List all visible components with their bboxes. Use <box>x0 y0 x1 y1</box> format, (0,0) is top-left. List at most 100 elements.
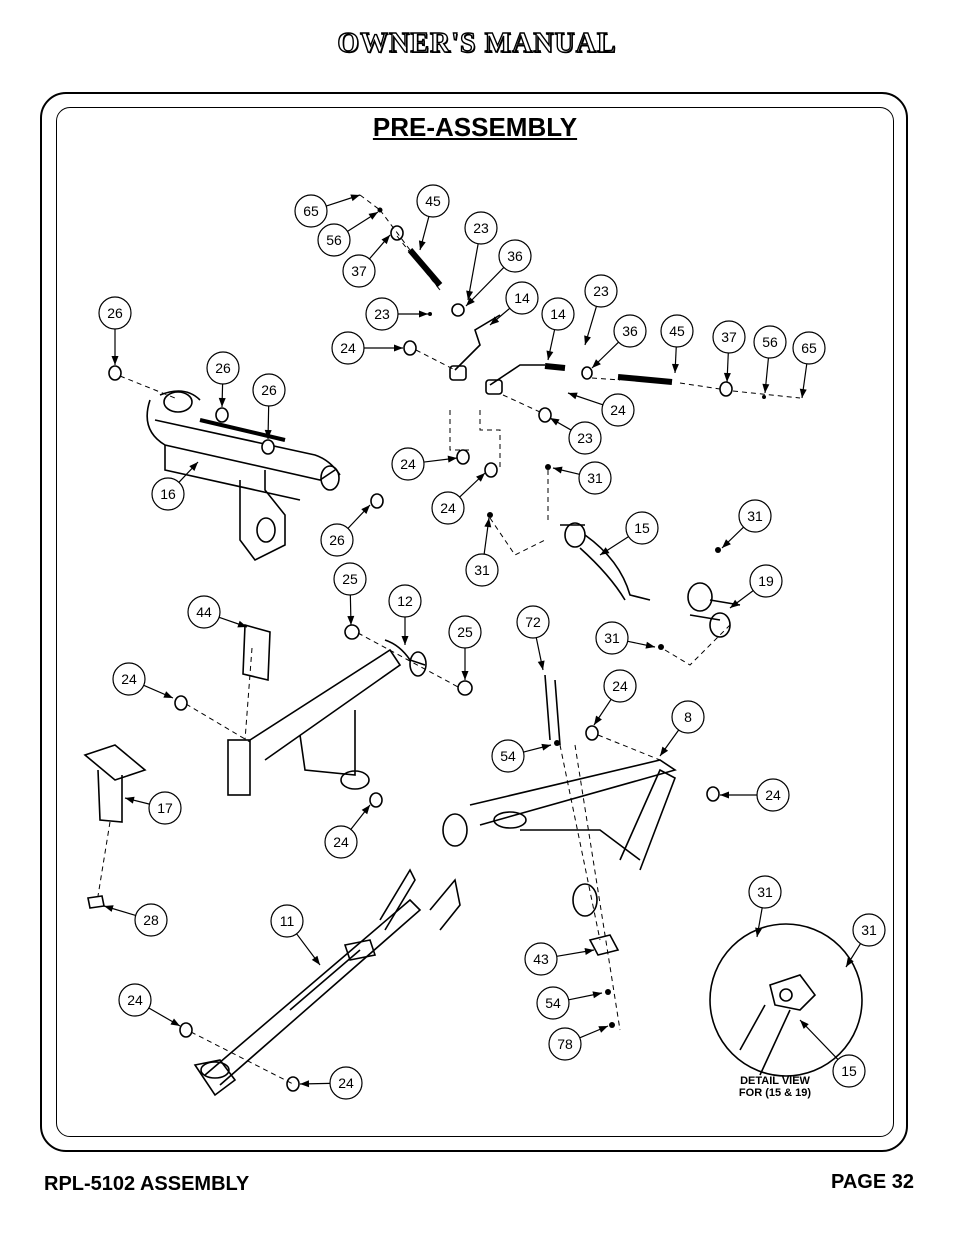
callout-24: 24 <box>118 983 181 1027</box>
callout-arrowhead <box>550 418 560 426</box>
part-14-right-arm <box>489 364 545 386</box>
callout-24: 24 <box>593 669 637 726</box>
callout-balloon <box>749 564 783 598</box>
detail-view-line2: FOR (15 & 19) <box>738 1087 812 1099</box>
callout-36: 36 <box>591 314 647 369</box>
part-45-right-tube <box>617 374 673 385</box>
callout-45: 45 <box>416 184 450 251</box>
callout-number: 56 <box>326 232 342 248</box>
callout-14: 14 <box>489 281 539 326</box>
callout-44: 44 <box>187 595 248 629</box>
part-12-frame <box>227 639 427 796</box>
callout-leader <box>799 1019 839 1060</box>
callout-arrowhead <box>368 212 378 220</box>
callout-arrowhead <box>660 746 669 756</box>
callout-number: 25 <box>342 571 358 587</box>
callout-number: 31 <box>587 470 603 486</box>
part-11-beam <box>193 868 461 1097</box>
callout-65: 65 <box>792 331 826 399</box>
callout-number: 16 <box>160 486 176 502</box>
callout-arrowhead <box>104 905 114 912</box>
callout-43: 43 <box>524 942 595 976</box>
callout-arrowhead <box>401 636 409 645</box>
callout-number: 37 <box>721 329 737 345</box>
callout-balloon <box>524 942 558 976</box>
callout-arrowhead <box>730 599 740 608</box>
footer-page: PAGE 32 <box>831 1171 914 1193</box>
callout-number: 24 <box>333 834 349 850</box>
callout-number: 24 <box>610 402 626 418</box>
callout-arrowhead <box>461 671 469 680</box>
part-43-block <box>588 934 620 956</box>
callout-balloon <box>852 913 886 947</box>
callout-balloon <box>491 739 525 773</box>
callout-arrowhead <box>671 363 679 373</box>
callout-balloon <box>448 615 482 649</box>
callout-26: 26 <box>320 504 371 557</box>
callout-balloon <box>333 562 367 596</box>
callout-number: 24 <box>440 500 456 516</box>
callout-arrowhead <box>311 955 320 965</box>
callout-78: 78 <box>548 1025 609 1061</box>
callout-number: 23 <box>374 306 390 322</box>
callout-number: 65 <box>303 203 319 219</box>
callout-balloon <box>756 778 790 812</box>
callout-65: 65 <box>294 194 361 228</box>
inner-frame <box>56 107 894 1137</box>
callout-23: 23 <box>365 297 428 331</box>
callout-arrowhead <box>350 194 360 202</box>
callout-14: 14 <box>541 297 575 361</box>
callout-balloon <box>331 331 365 365</box>
callout-number: 28 <box>143 912 159 928</box>
callout-balloon <box>187 595 221 629</box>
callout-leader <box>467 243 479 301</box>
callout-number: 23 <box>577 430 593 446</box>
callout-arrowhead <box>347 615 355 625</box>
callout-number: 72 <box>525 614 541 630</box>
callout-arrowhead <box>600 547 610 555</box>
callout-arrowhead <box>111 356 119 365</box>
callout-26: 26 <box>206 351 240 408</box>
callout-31: 31 <box>595 621 656 655</box>
detail-view-circle <box>709 923 863 1077</box>
detail-view-line1: DETAIL VIEW <box>740 1075 810 1087</box>
callout-balloon <box>748 875 782 909</box>
assembly-dashed-lines <box>97 194 801 1085</box>
callout-37: 37 <box>712 320 746 383</box>
callout-24: 24 <box>391 447 458 481</box>
callout-arrowhead <box>170 1018 180 1026</box>
hardware-washers <box>108 225 733 1092</box>
callout-balloon <box>832 1054 866 1088</box>
callout-number: 31 <box>757 884 773 900</box>
callout-balloon <box>603 669 637 703</box>
callout-31: 31 <box>465 517 499 587</box>
callout-balloon <box>536 986 570 1020</box>
callout-12: 12 <box>388 584 422 645</box>
callout-31: 31 <box>845 913 886 968</box>
callout-28: 28 <box>103 903 168 937</box>
callout-balloon <box>151 477 185 511</box>
callout-balloon <box>431 491 465 525</box>
callout-arrowhead <box>594 715 602 725</box>
part-14-left-block <box>449 365 467 381</box>
callout-number: 54 <box>545 995 561 1011</box>
callout-balloon <box>416 184 450 218</box>
callout-number: 24 <box>121 671 137 687</box>
callout-number: 44 <box>196 604 212 620</box>
callout-number: 31 <box>747 508 763 524</box>
part-45-left-tube <box>407 248 443 287</box>
part-16-frame <box>146 390 341 562</box>
callout-arrowhead <box>264 429 272 439</box>
callout-number: 26 <box>107 305 123 321</box>
part-17-plate <box>83 744 147 823</box>
callout-number: 24 <box>127 992 143 1008</box>
callout-balloon <box>738 499 772 533</box>
callout-balloon <box>625 511 659 545</box>
callout-balloon <box>148 791 182 825</box>
callout-number: 15 <box>841 1063 857 1079</box>
manual-header: OWNER'S MANUAL <box>337 27 617 59</box>
callout-number: 23 <box>473 220 489 236</box>
callout-arrowhead <box>537 660 545 670</box>
callout-balloon <box>206 351 240 385</box>
